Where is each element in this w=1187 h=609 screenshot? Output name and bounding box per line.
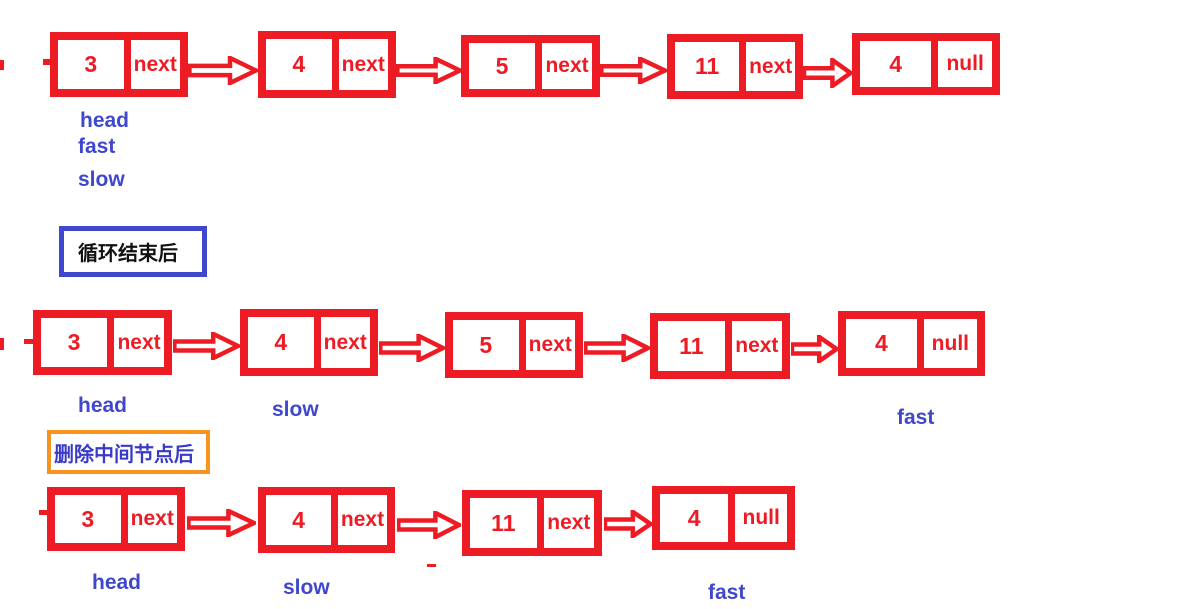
node-value: 4: [248, 317, 314, 368]
node-pointer: next: [127, 495, 177, 543]
node-pointer: null: [923, 319, 977, 368]
node-pointer: next: [338, 39, 388, 90]
list-node: 11 next: [462, 490, 602, 556]
arrow-right-icon: [604, 510, 652, 538]
node-pointer: next: [731, 321, 782, 371]
node-value: 5: [469, 43, 536, 89]
node-value: 4: [846, 319, 917, 368]
node-value: 11: [470, 498, 537, 548]
node-pointer: next: [320, 317, 370, 368]
node-value: 3: [55, 495, 121, 543]
pointer-label-head: head: [80, 109, 130, 132]
node-pointer: next: [542, 43, 592, 89]
stray-mark: [39, 510, 47, 515]
pointer-label-slow: slow: [283, 576, 330, 599]
node-value: 3: [41, 318, 108, 367]
list-node: 4 next: [258, 487, 395, 553]
list-node: 5 next: [445, 312, 583, 378]
pointer-label-fast: fast: [78, 135, 116, 158]
list-node: 3 next: [50, 32, 188, 97]
node-pointer: next: [130, 40, 180, 89]
list-node: 3 next: [47, 487, 185, 551]
node-pointer: null: [735, 494, 787, 542]
list-node: 11 next: [667, 34, 803, 99]
list-node: 4 next: [240, 309, 378, 376]
stray-mark: [0, 60, 4, 70]
node-value: 4: [266, 495, 331, 545]
arrow-right-icon: [379, 334, 445, 362]
pointer-label-slow: slow: [78, 168, 125, 191]
node-pointer: next: [114, 318, 164, 367]
pointer-label-head: head: [92, 571, 142, 594]
arrow-right-icon: [173, 332, 240, 360]
node-pointer: next: [337, 495, 387, 545]
stray-mark: [0, 338, 4, 350]
node-value: 3: [58, 40, 124, 89]
list-node: 11 next: [650, 313, 790, 379]
arrow-right-icon: [600, 57, 667, 84]
node-pointer: next: [543, 498, 594, 548]
arrow-right-icon: [803, 58, 852, 88]
list-node: 4 null: [652, 486, 795, 550]
arrow-right-icon: [584, 334, 650, 362]
stray-mark: [43, 59, 50, 65]
arrow-right-icon: [397, 511, 461, 539]
list-node: 4 null: [838, 311, 985, 376]
pointer-label-fast: fast: [708, 581, 746, 604]
node-value: 11: [658, 321, 725, 371]
arrow-right-icon: [396, 57, 462, 84]
node-pointer: null: [938, 41, 992, 87]
pointer-label-fast: fast: [897, 406, 935, 429]
node-value: 4: [860, 41, 932, 87]
list-node: 4 null: [852, 33, 1000, 95]
arrow-right-icon: [187, 509, 256, 537]
node-value: 11: [675, 42, 740, 91]
caption-after-delete: 删除中间节点后: [47, 430, 210, 474]
arrow-right-icon: [188, 56, 258, 85]
arrow-right-icon: [791, 335, 838, 363]
node-value: 4: [266, 39, 332, 90]
list-node: 5 next: [461, 35, 600, 97]
node-value: 4: [660, 494, 729, 542]
node-pointer: next: [525, 320, 575, 370]
caption-loop-end: 循环结束后: [59, 226, 207, 277]
pointer-label-slow: slow: [272, 398, 319, 421]
list-node: 4 next: [258, 31, 396, 98]
node-pointer: next: [746, 42, 795, 91]
stray-mark: [24, 339, 33, 344]
stray-mark: [427, 564, 436, 567]
pointer-label-head: head: [78, 394, 128, 417]
node-value: 5: [453, 320, 519, 370]
list-node: 3 next: [33, 310, 172, 375]
